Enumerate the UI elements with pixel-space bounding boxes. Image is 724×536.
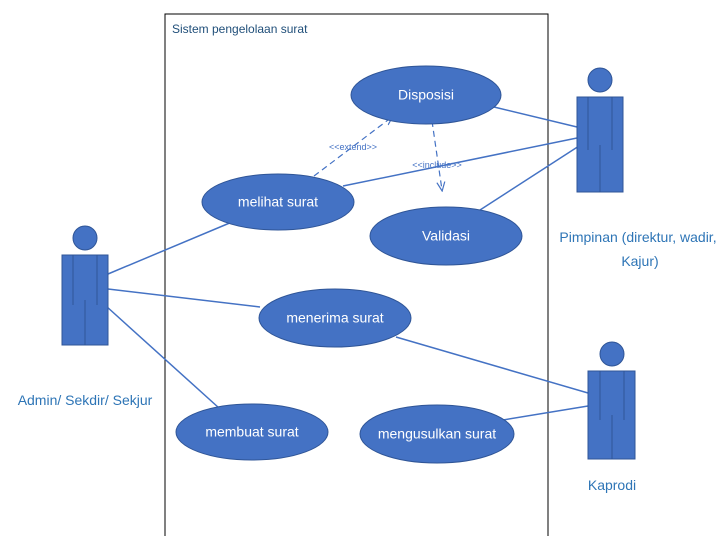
usecase-membuat-surat[interactable]: membuat surat	[175, 403, 329, 461]
usecase-disposisi[interactable]: Disposisi	[350, 65, 502, 125]
actor-kaprodi-label: Kaprodi	[588, 477, 636, 493]
usecase-disposisi-label: Disposisi	[398, 87, 454, 103]
assoc-kaprodi-menerima-surat	[395, 336, 589, 394]
assoc-pimpinan-melihat-surat	[342, 137, 578, 187]
actor-pimpinan-label-line2: Kajur)	[621, 253, 658, 269]
assoc-admin-membuat-surat	[105, 305, 220, 409]
usecase-validasi-label: Validasi	[422, 228, 470, 244]
usecase-melihat-surat-label: melihat surat	[238, 194, 318, 210]
usecase-melihat-surat[interactable]: melihat surat	[201, 173, 355, 231]
usecase-menerima-surat-label: menerima surat	[286, 310, 383, 326]
associations	[105, 106, 589, 421]
usecase-validasi[interactable]: Validasi	[369, 206, 523, 266]
usecase-menerima-surat[interactable]: menerima surat	[258, 288, 412, 348]
dependencies: <<extend>> <<include>>	[313, 117, 462, 190]
extend-arrow	[313, 117, 392, 177]
include-arrow	[431, 120, 442, 190]
assoc-pimpinan-disposisi	[493, 106, 578, 128]
actor-admin-label: Admin/ Sekdir/ Sekjur	[18, 392, 153, 408]
usecase-membuat-surat-label: membuat surat	[205, 424, 298, 440]
system-title: Sistem pengelolaan surat	[172, 22, 308, 36]
usecase-mengusulkan-surat-label: mengusulkan surat	[378, 426, 496, 442]
actor-kaprodi[interactable]: Kaprodi	[587, 341, 636, 493]
actor-kaprodi-head	[599, 341, 625, 367]
actor-pimpinan[interactable]: Pimpinan (direktur, wadir, Kajur)	[559, 67, 717, 269]
assoc-admin-melihat-surat	[107, 221, 233, 275]
actor-pimpinan-head	[587, 67, 613, 93]
include-label: <<include>>	[412, 160, 462, 170]
assoc-pimpinan-validasi	[479, 145, 580, 211]
actor-admin-head	[72, 225, 98, 251]
actor-admin[interactable]: Admin/ Sekdir/ Sekjur	[18, 225, 153, 408]
actor-pimpinan-label-line1: Pimpinan (direktur, wadir,	[559, 229, 716, 245]
extend-label: <<extend>>	[329, 142, 377, 152]
usecase-mengusulkan-surat[interactable]: mengusulkan surat	[359, 404, 515, 464]
assoc-admin-menerima-surat	[107, 288, 261, 308]
assoc-kaprodi-mengusulkan-surat	[502, 405, 589, 421]
